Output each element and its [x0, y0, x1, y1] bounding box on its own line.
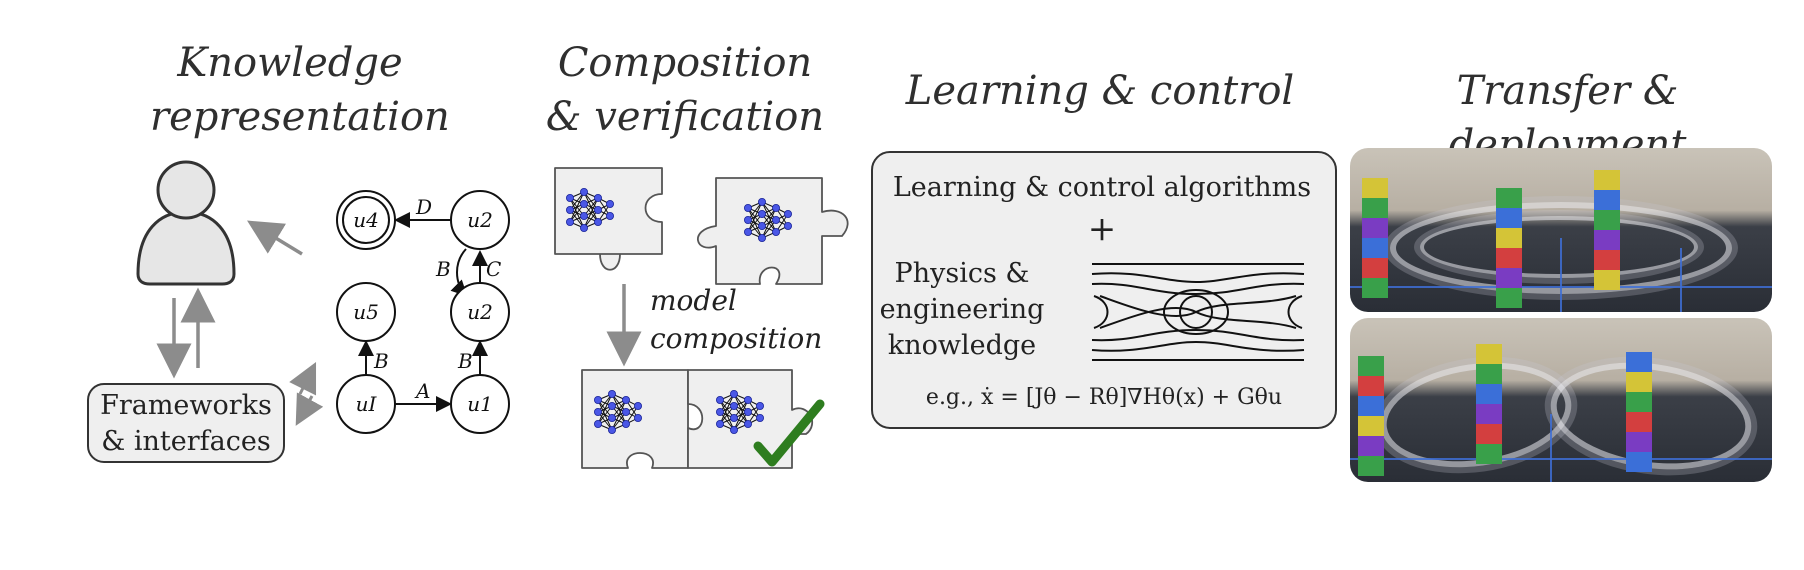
edge-label-B-loop: B: [435, 257, 451, 281]
physics-line2: engineering: [880, 294, 1045, 325]
frameworks-line2: & interfaces: [101, 426, 270, 457]
learning-plus: +: [1088, 209, 1117, 249]
deployment-photo-top: [1350, 148, 1772, 312]
learning-line1: Learning & control algorithms: [893, 172, 1311, 203]
frameworks-line1: Frameworks: [100, 390, 272, 421]
state-label-u4: u4: [353, 208, 379, 232]
automaton: u4 u2 u5 u2 uI u1 D B C B B A: [336, 190, 510, 434]
state-label-u2-top: u2: [467, 208, 493, 232]
edge-label-B-right: B: [457, 349, 473, 373]
puzzle-piece-left: [554, 167, 663, 271]
state-u2-mid: [450, 282, 510, 342]
physics-line1: Physics &: [895, 258, 1030, 289]
heading-composition-line1: Composition: [557, 40, 813, 86]
state-u1: [450, 374, 510, 434]
edge-label-C: C: [486, 257, 501, 281]
edge-label-D: D: [415, 195, 432, 219]
model-composition-line2: composition: [650, 322, 822, 355]
arrow-to-person: [247, 220, 303, 256]
physics-line3: knowledge: [888, 330, 1036, 361]
state-label-uI: uI: [356, 392, 378, 416]
person-icon: [136, 160, 236, 286]
automaton-edges: [358, 212, 488, 412]
state-u4-inner: [342, 196, 390, 244]
frameworks-box: [87, 383, 285, 463]
equation: e.g., ẋ = [Jθ − Rθ]∇Hθ(x) + Gθu: [926, 385, 1282, 410]
heading-learning: Learning & control: [905, 68, 1295, 114]
state-u5: [336, 282, 396, 342]
state-label-u1: u1: [467, 392, 493, 416]
state-uI: [336, 374, 396, 434]
state-label-u5: u5: [353, 300, 379, 324]
automaton-states: [336, 190, 510, 434]
deployment-photo-bottom: [1350, 318, 1772, 482]
edge-label-A: A: [414, 379, 430, 403]
heading-composition-line2: & verification: [545, 94, 825, 140]
heading-knowledge: Knowledge representation: [150, 36, 450, 144]
checkmark-icon: [753, 399, 825, 467]
heading-composition: Composition & verification: [545, 36, 825, 144]
edge-label-B-left: B: [373, 349, 389, 373]
automaton-edge-labels: D B C B B A: [373, 195, 501, 403]
automaton-state-labels: u4 u2 u5 u2 uI u1: [353, 208, 493, 416]
composed-puzzle: [581, 369, 825, 469]
heading-knowledge-line1: Knowledge: [177, 40, 403, 86]
state-u2-top: [450, 190, 510, 250]
phase-portrait: [1091, 263, 1305, 361]
heading-knowledge-line2: representation: [150, 94, 450, 140]
model-composition-line1: model: [650, 284, 737, 317]
arrow-interface-up: [289, 361, 317, 396]
state-label-u2-mid: u2: [467, 300, 493, 324]
puzzle-piece-right: [697, 177, 849, 285]
arrow-interface-down: [295, 392, 324, 426]
